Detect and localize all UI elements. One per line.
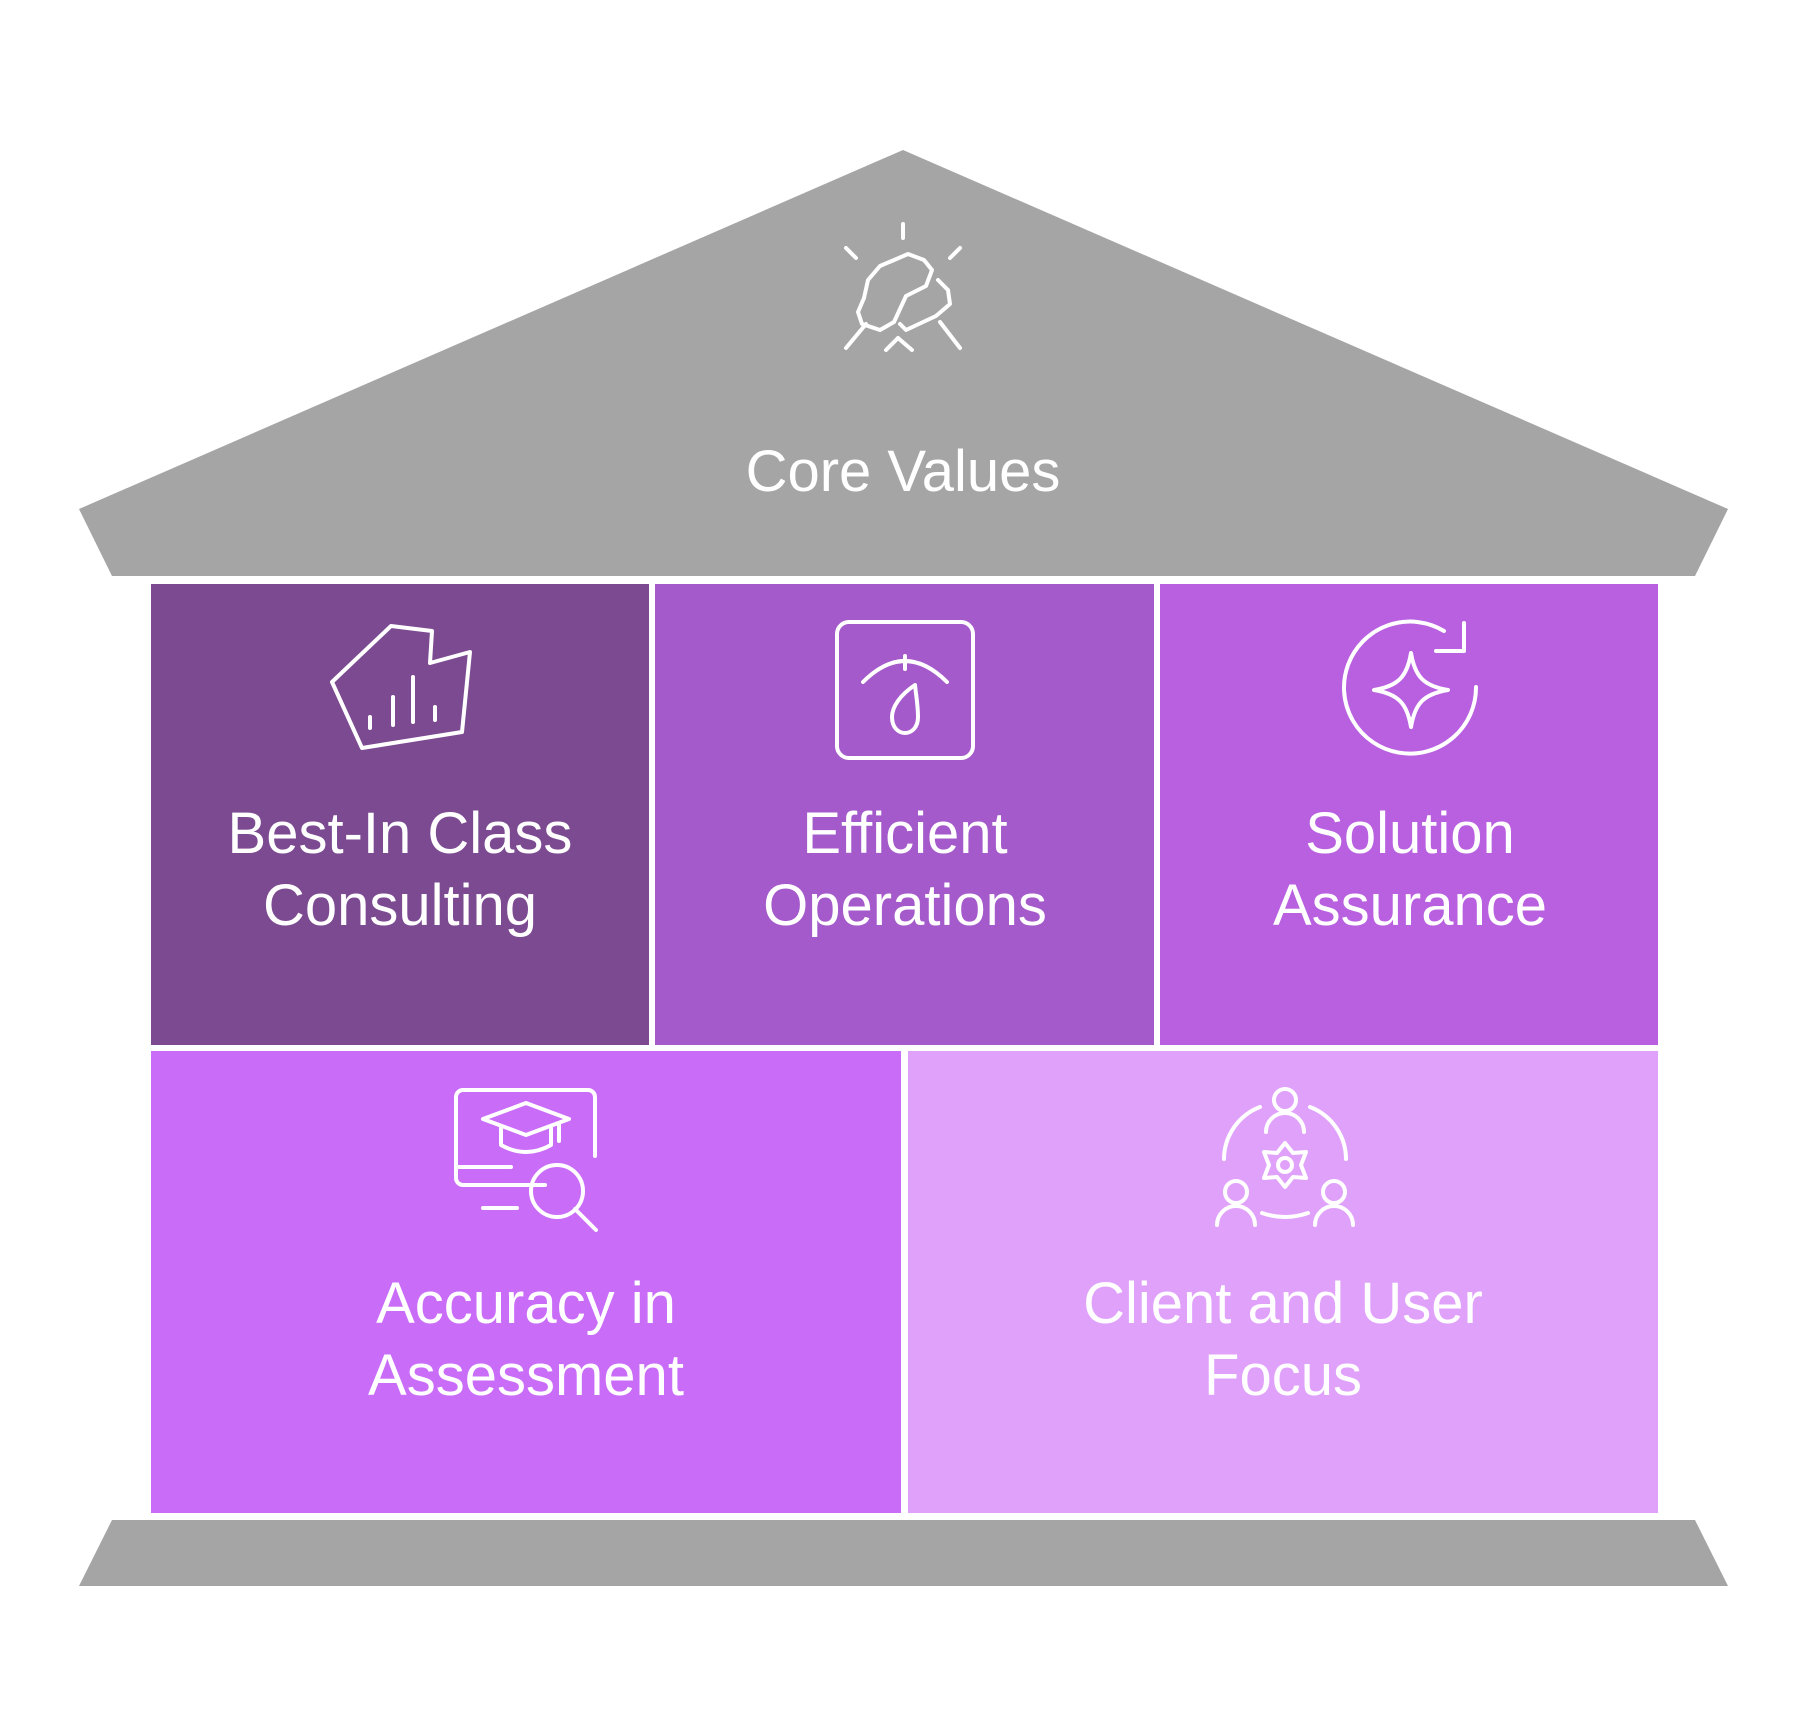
pillar-block-4 (151, 1051, 901, 1513)
roof-title: Core Values (745, 439, 1061, 504)
report-chart-icon (325, 618, 475, 768)
pillar-label-3: Solution Assurance (1272, 801, 1548, 938)
base (79, 1520, 1728, 1586)
pillar-label-1: Best-In Class Consulting (227, 801, 573, 938)
user-network-icon (1210, 1085, 1360, 1235)
roof (79, 150, 1728, 576)
pillar-label-5: Client and User Focus (1083, 1271, 1483, 1408)
pillar-label-4: Accuracy in Assessment (368, 1271, 684, 1408)
pillar-block-5 (908, 1051, 1658, 1513)
education-search-icon (451, 1085, 601, 1235)
pillar-block-1 (151, 584, 649, 1045)
scale-gauge-icon (830, 615, 980, 765)
pillar-label-2: Efficient Operations (763, 801, 1047, 938)
handshake-icon (828, 218, 978, 368)
sparkle-refresh-icon (1336, 615, 1486, 765)
